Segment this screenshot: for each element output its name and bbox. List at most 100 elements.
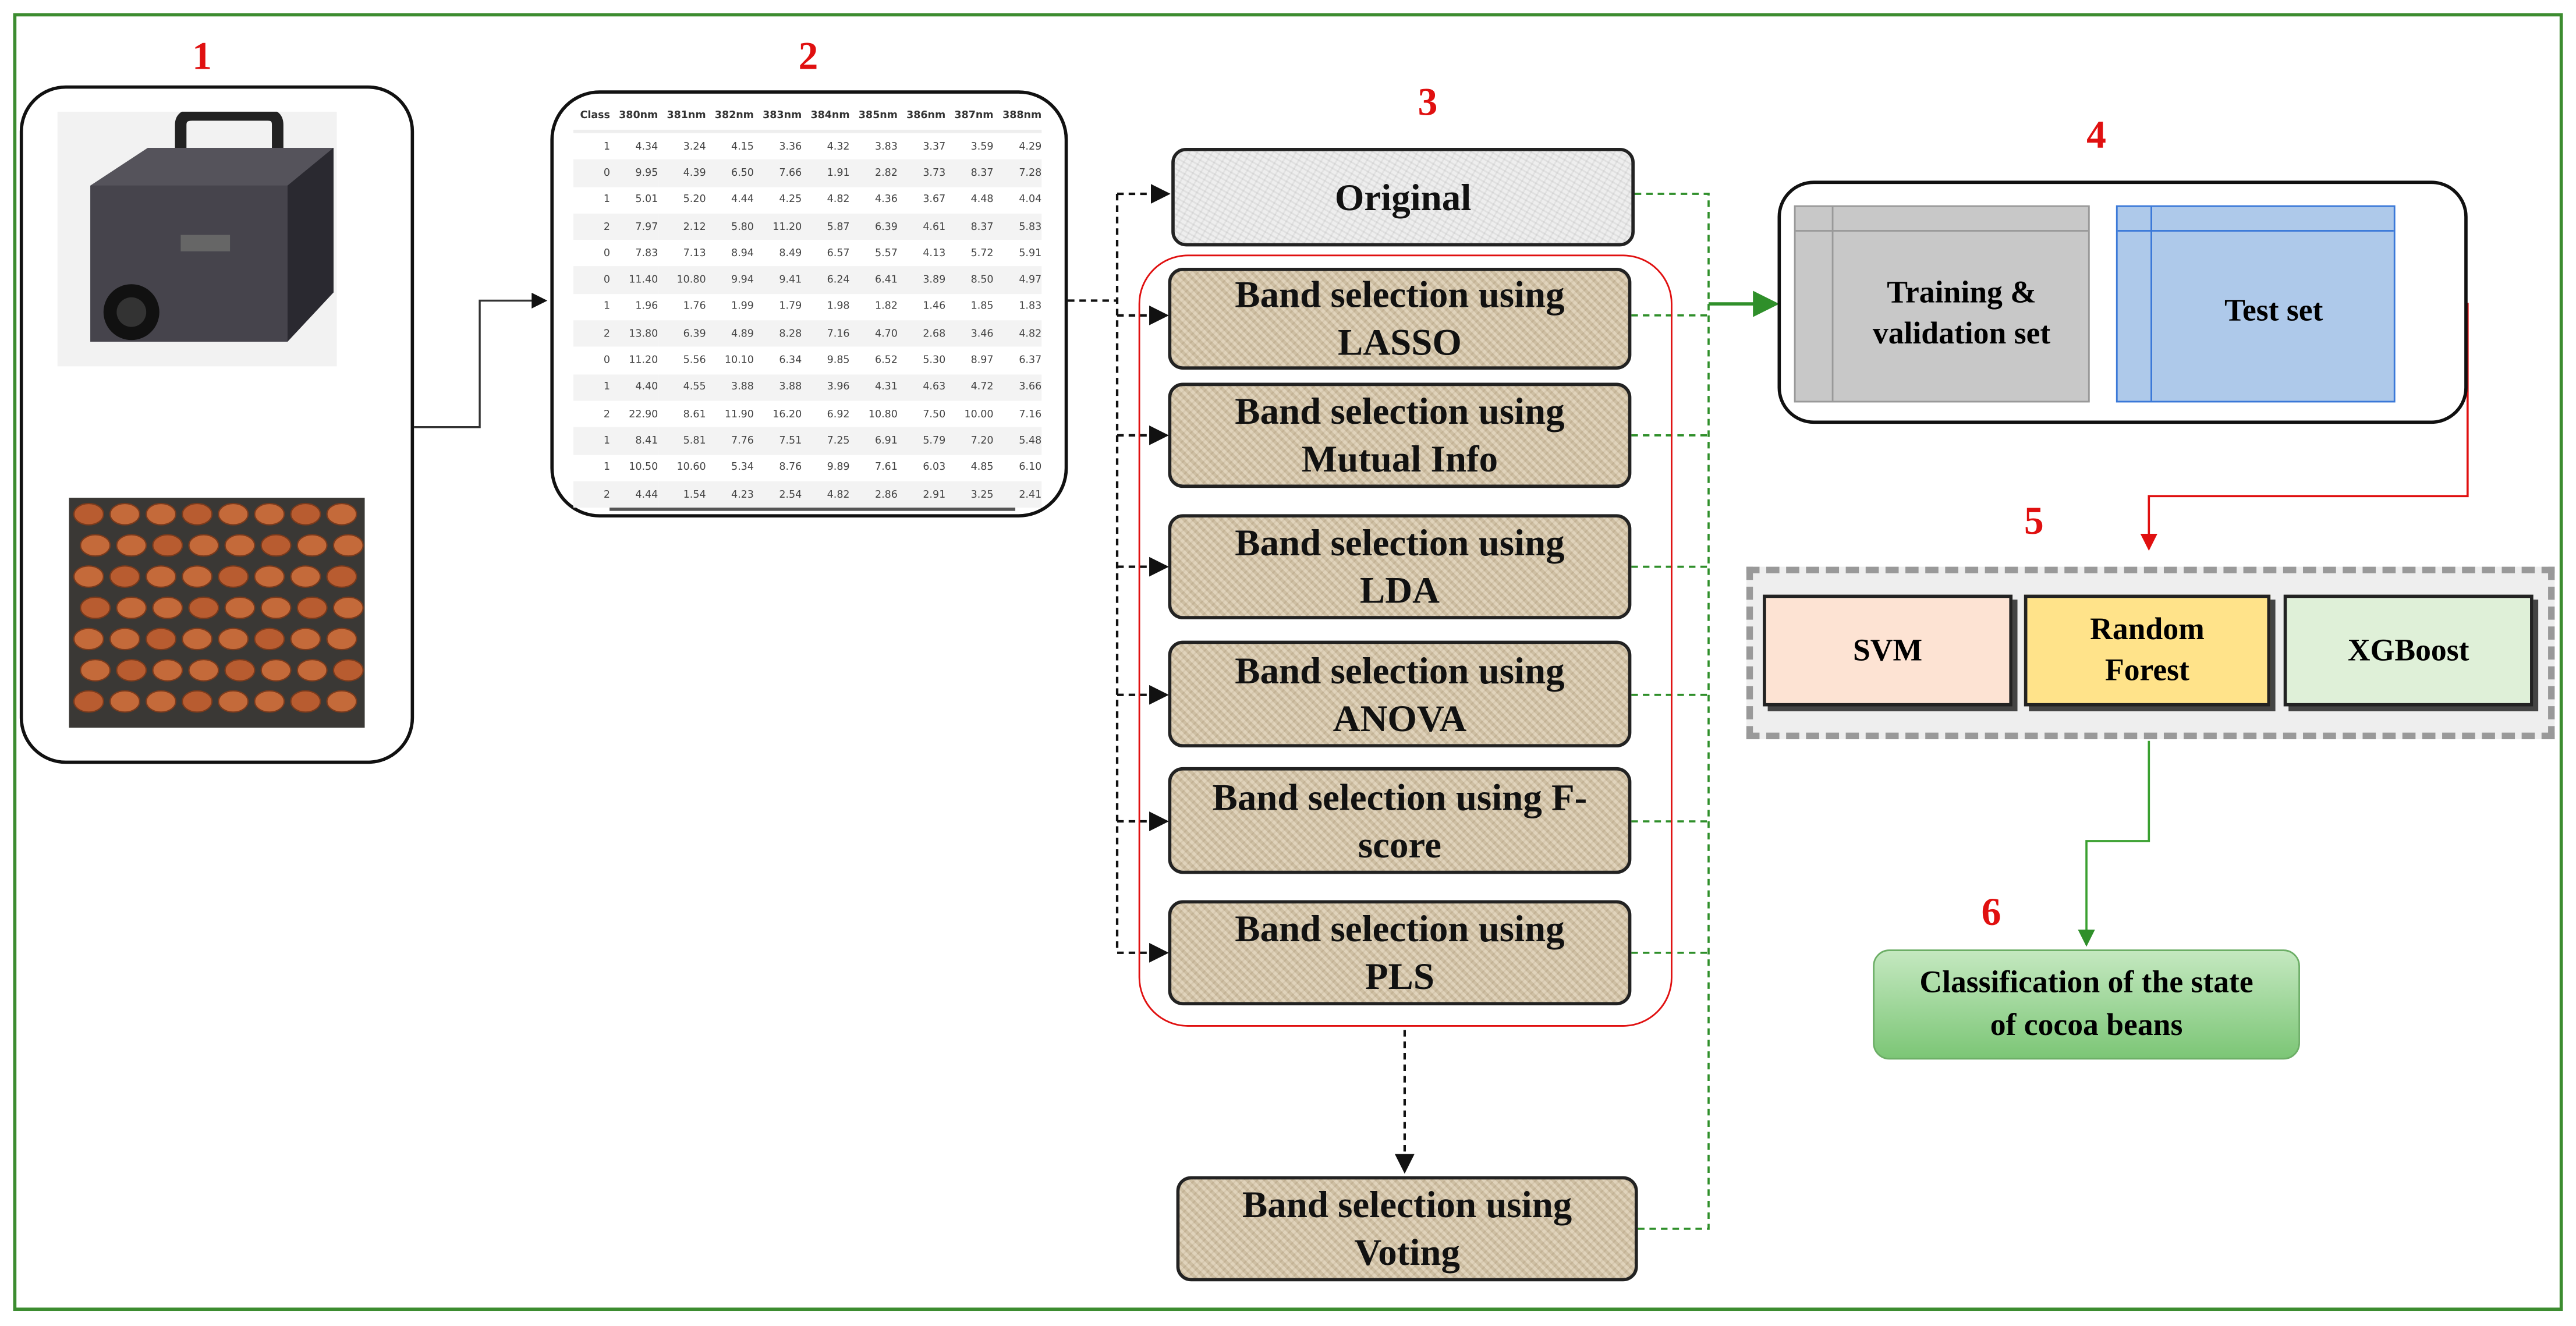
table-cell: 3.66 [993,374,1042,401]
table-cell: 4.44 [731,194,754,206]
anova-line2: ANOVA [1333,697,1467,739]
table-cell: 9.95 [610,159,658,187]
table-cell: 7.28 [993,159,1042,187]
table-cell: 5.57 [874,247,898,260]
table-cell: 4.82 [802,481,850,508]
table-cell: 7.13 [683,247,706,260]
table-cell: 1 [573,427,610,455]
table-cell: 2.82 [849,159,898,187]
table-cell: 3.25 [945,481,994,508]
table-cell: 1.99 [731,301,754,313]
table-cell: 1.79 [779,301,802,313]
mutual-info-line1: Band selection using [1235,391,1565,432]
column-header: 380nm [610,103,658,133]
svm-model: SVM [1763,594,2013,707]
table-cell: 5.83 [993,213,1042,240]
test-set: Test set [2116,205,2396,403]
column-header: 383nm [753,103,802,133]
table-cell: 5.01 [635,194,658,206]
table-cell: 3.24 [683,140,706,153]
table-cell: 4.82 [993,320,1042,348]
table-cell: 3.88 [753,374,802,401]
table-cell: 4.55 [658,374,706,401]
table-cell: 4.63 [897,374,946,401]
table-cell: 4.70 [849,320,898,348]
table-cell: 11.20 [753,213,802,240]
mutual-info-line2: Mutual Info [1301,438,1498,480]
arrows-table-to-methods [1068,184,1415,1174]
result-line2: of cocoa beans [1990,1008,2183,1043]
table-cell: 5.20 [683,194,706,206]
table-cell: 4.29 [1019,140,1042,153]
lda-line1: Band selection using [1235,522,1565,563]
table-cell: 4.44 [610,481,658,508]
training-line2: validation set [1872,317,2051,352]
table-cell: 6.91 [849,427,898,455]
table-cell: 13.80 [610,320,658,348]
table-cell: 2 [573,481,610,508]
table-cell: 3.37 [923,140,946,153]
table-cell: 5.30 [923,354,946,367]
table-cell: 4.31 [849,374,898,401]
table-cell: 9.41 [753,267,802,294]
column-header: 382nm [706,103,754,133]
table-cell: 6.39 [849,213,898,240]
table-cell: 1 [603,301,610,313]
table-cell: 6.50 [706,159,754,187]
band-selection-group [1138,254,1673,1027]
table-cell: 9.85 [827,354,850,367]
table-cell: 6.24 [802,267,850,294]
table-cell: 7.83 [635,247,658,260]
step-number-4: 4 [2086,115,2106,158]
table-cell: 2 [573,320,610,348]
table-cell: 1.82 [874,301,898,313]
table-cell: 2.54 [753,481,802,508]
table-cell: 10.80 [868,408,898,420]
table-cell: 2.68 [897,320,946,348]
table-cell: 4.89 [706,320,754,348]
column-header: 385nm [849,103,898,133]
table-cell: 8.41 [610,427,658,455]
table-cell: 5.48 [993,427,1042,455]
table-cell: 8.49 [779,247,802,260]
original-box: Original [1171,147,1635,247]
table-cell: 8.28 [753,320,802,348]
table-cell: 8.50 [945,267,994,294]
voting-line1: Band selection using [1242,1184,1572,1226]
table-cell: 4.25 [779,194,802,206]
table-cell: 6.03 [923,462,946,474]
table-cell: 4.85 [970,462,994,474]
table-cell: 7.20 [945,427,994,455]
table-cell: 16.20 [773,408,802,420]
table-cell: 6.57 [827,247,850,260]
table-cell: 3.96 [802,374,850,401]
table-cell: 11.90 [724,408,754,420]
step-number-5: 5 [2024,501,2044,544]
table-cell: 5.87 [802,213,850,240]
pls-line1: Band selection using [1235,908,1565,950]
table-underline [609,508,1016,512]
table-cell: 3.67 [923,194,946,206]
table-cell: 10.00 [964,408,994,420]
table-cell: 4.36 [874,194,898,206]
table-cell: 7.50 [923,408,946,420]
table-cell: 9.94 [706,267,754,294]
step-number-2: 2 [798,36,818,79]
table-cell: 10.80 [658,267,706,294]
table-cell: 1.85 [970,301,994,313]
table-cell: 3.59 [970,140,994,153]
table-cell: 4.32 [827,140,850,153]
table-cell: 4.15 [731,140,754,153]
